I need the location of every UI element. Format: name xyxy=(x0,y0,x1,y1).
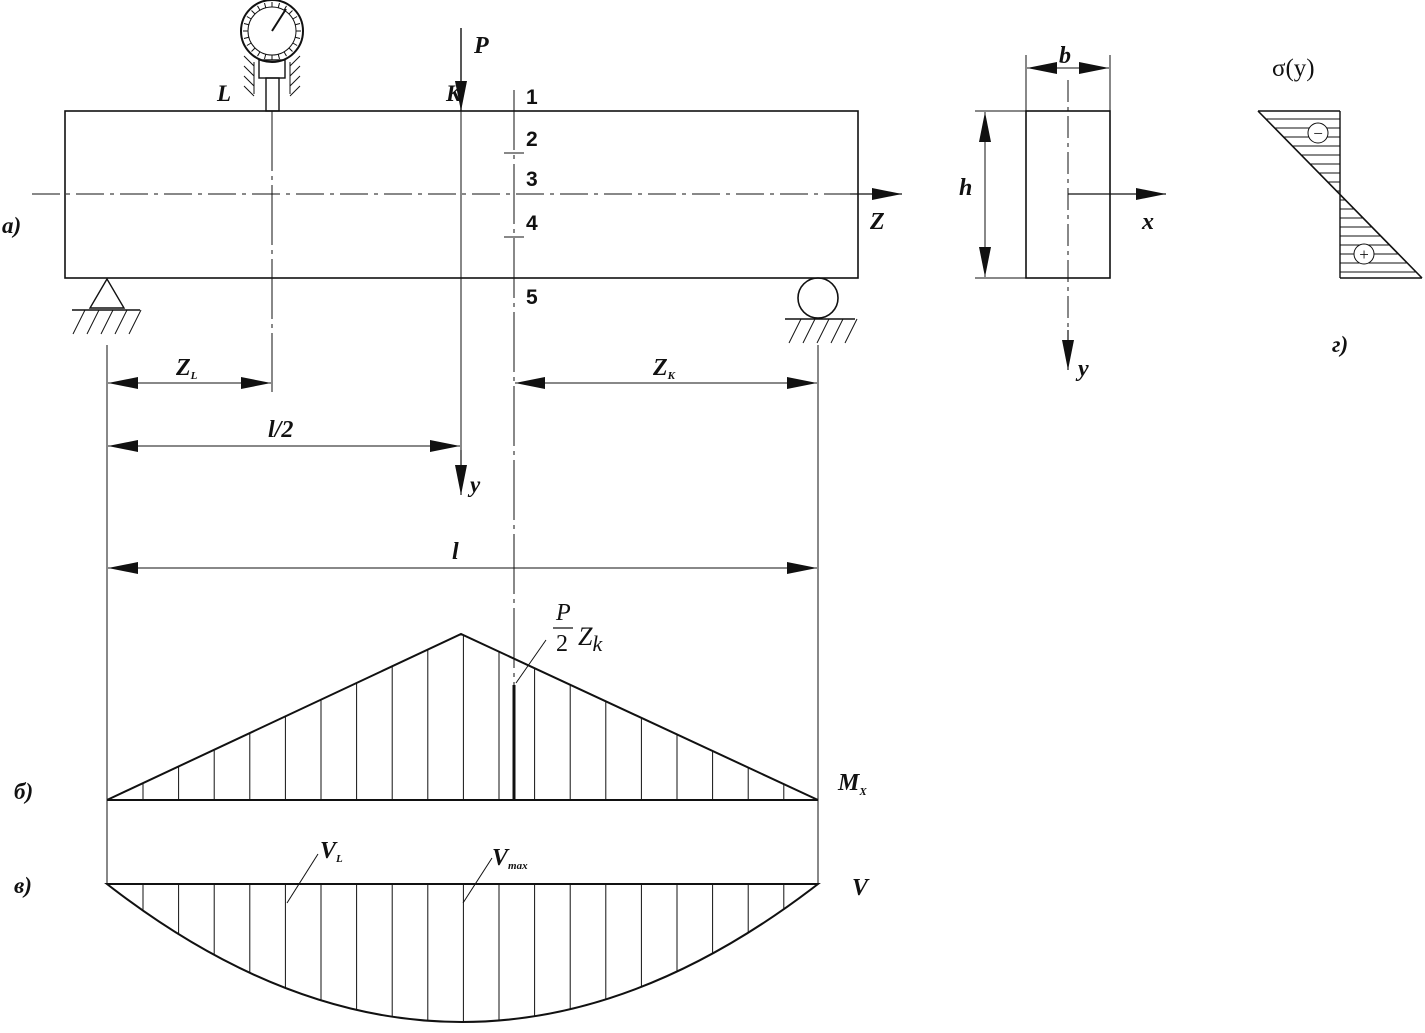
dial-tick xyxy=(246,42,252,46)
dial-tick xyxy=(288,47,293,52)
beam-schematic xyxy=(32,0,902,885)
compression-badge xyxy=(1307,122,1329,144)
section-label-b: б) xyxy=(14,779,33,804)
moment-annotation-leader xyxy=(515,639,547,684)
moment-annot-variable: Zk xyxy=(578,622,603,656)
point-3-label: 3 xyxy=(526,168,538,191)
dial-tick xyxy=(246,16,252,20)
dial-tick xyxy=(288,10,293,15)
vmax-leader xyxy=(462,857,493,904)
vl-leader xyxy=(286,853,319,904)
tension-sign: + xyxy=(1359,245,1369,264)
point-l-label: L xyxy=(216,81,231,106)
section-label-g: г) xyxy=(1332,332,1348,357)
load-label: P xyxy=(473,33,489,59)
vl-label: VL xyxy=(320,838,343,865)
point-1-label: 1 xyxy=(526,86,538,109)
section-label-v: в) xyxy=(14,873,32,898)
compression-sign: − xyxy=(1313,124,1323,143)
moment-annot-denominator: 2 xyxy=(556,631,568,657)
stress-diagram xyxy=(1257,110,1423,279)
vmax-label: Vmax xyxy=(492,845,528,872)
dial-tick xyxy=(295,36,301,39)
deflection-label: V xyxy=(852,875,870,901)
dial-tick xyxy=(257,51,261,57)
dial-tick xyxy=(251,47,256,52)
dial-tick xyxy=(283,51,287,57)
dial-tick xyxy=(283,5,287,11)
axis-y-label: y xyxy=(467,472,481,497)
dial-tick xyxy=(264,2,267,8)
dial-tick xyxy=(292,42,298,46)
dim-zl-label: ZL xyxy=(175,355,198,382)
dial-gauge-icon xyxy=(240,0,304,112)
dial-tick xyxy=(257,5,261,11)
dial-tick xyxy=(243,36,249,39)
cross-section xyxy=(975,55,1166,370)
dim-half-span-label: l/2 xyxy=(268,417,293,443)
dim-zk-label: ZK xyxy=(652,355,676,382)
dial-tick xyxy=(277,54,280,60)
dial-tick xyxy=(292,16,298,20)
dial-tick xyxy=(251,10,256,15)
pin-support-icon xyxy=(72,277,142,335)
deflection-diagram xyxy=(104,853,821,1023)
point-k-label: K xyxy=(445,81,463,106)
point-4-label: 4 xyxy=(526,212,538,235)
section-width-label: b xyxy=(1059,43,1071,69)
moment-label: MX xyxy=(837,770,867,798)
dial-tick xyxy=(277,2,280,8)
point-2-label: 2 xyxy=(526,128,538,151)
moment-annot-numerator: P xyxy=(555,600,571,626)
section-height-label: h xyxy=(959,175,972,201)
moment-diagram-outline xyxy=(106,632,819,801)
stress-title: σ(y) xyxy=(1272,55,1315,82)
point-5-label: 5 xyxy=(526,286,538,309)
tension-badge xyxy=(1353,243,1375,265)
deflection-curve xyxy=(104,883,821,1023)
dim-span-label: l xyxy=(452,539,459,565)
section-x-label: x xyxy=(1141,209,1154,235)
dial-tick xyxy=(295,23,301,26)
axis-z-label: Z xyxy=(869,209,885,235)
moment-diagram xyxy=(106,627,819,801)
section-y-label: y xyxy=(1075,356,1089,382)
dial-tick xyxy=(264,54,267,60)
section-label-a: а) xyxy=(2,213,21,238)
dial-tick xyxy=(243,23,249,26)
stress-distribution-line xyxy=(1257,110,1423,279)
roller-support-icon xyxy=(785,277,858,344)
